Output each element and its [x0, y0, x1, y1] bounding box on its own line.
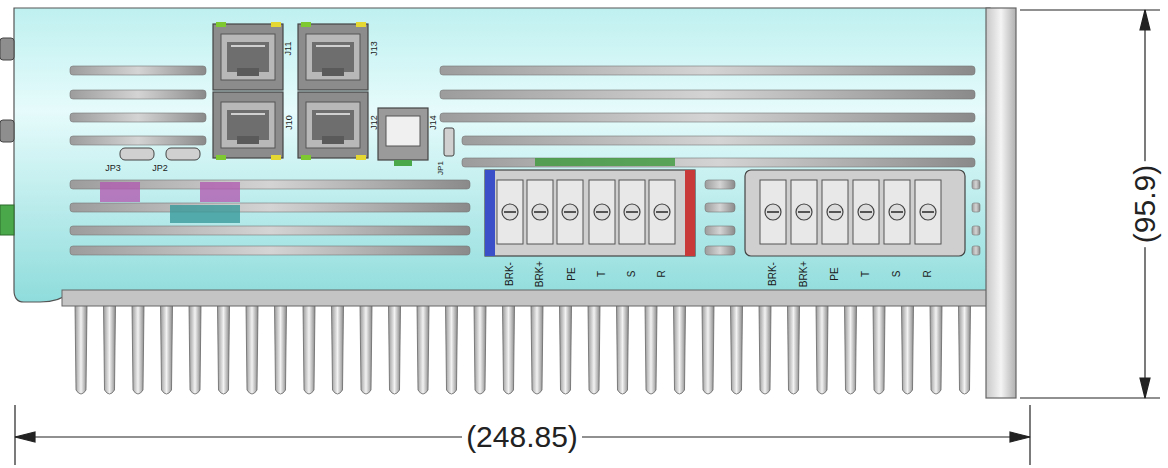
pin-label: R: [923, 270, 933, 277]
dimension-text: (248.85): [462, 422, 582, 452]
pin-label: T: [597, 271, 607, 277]
vent-slots: [70, 66, 980, 255]
pin-label: BRK-: [768, 262, 778, 286]
port-label: JP3: [105, 164, 121, 173]
port-label: J13: [369, 41, 378, 56]
dimension-lines: [15, 10, 1160, 465]
dimension-text: (95.9): [1130, 161, 1160, 247]
pin-label: PE: [830, 267, 840, 280]
pin-label: BRK-: [505, 262, 515, 286]
pin-label: R: [657, 270, 667, 277]
pin-label: BRK+: [799, 261, 809, 287]
rj45-ports: [120, 22, 454, 166]
port-label: J11: [285, 41, 294, 55]
pin-label: PE: [567, 267, 577, 280]
heatsink-fins: [75, 305, 971, 394]
drive-housing: [0, 8, 1016, 398]
pin-label: BRK+: [535, 261, 545, 287]
port-label: J10: [284, 115, 293, 130]
pin-label: T: [861, 271, 871, 277]
pin-label: S: [892, 271, 902, 278]
port-label: JP2: [152, 164, 168, 173]
pin-label: S: [627, 271, 637, 278]
port-label: JP1: [437, 161, 445, 175]
port-label: J14: [428, 115, 437, 130]
power-connectors: [485, 170, 965, 256]
port-label: J12: [369, 115, 378, 130]
